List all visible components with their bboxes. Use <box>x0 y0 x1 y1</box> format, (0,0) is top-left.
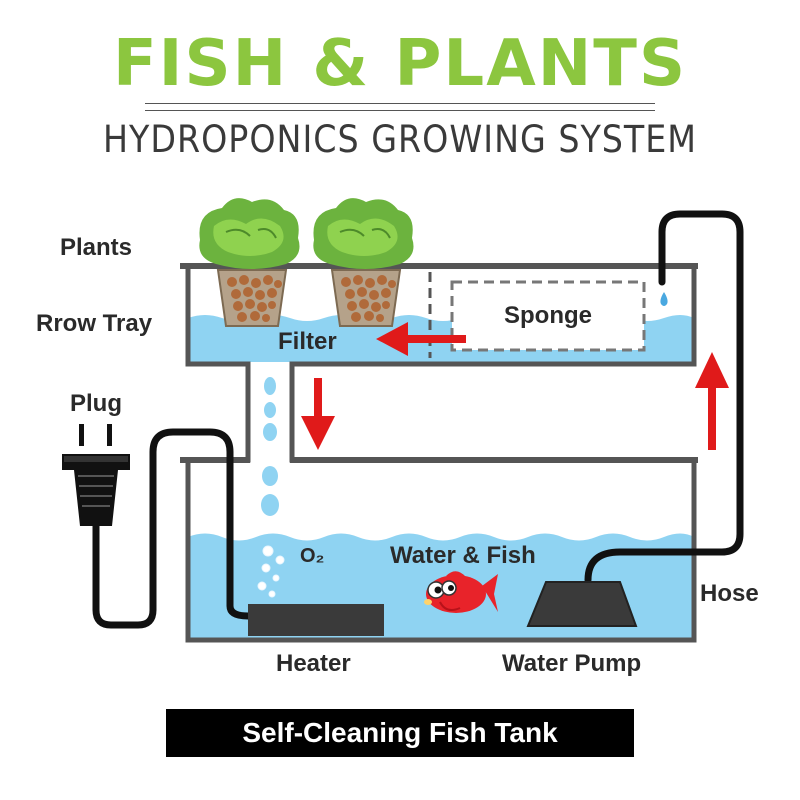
label-water-pump: Water Pump <box>502 650 642 677</box>
drip-icon <box>660 292 668 306</box>
plant-icon <box>313 198 414 327</box>
label-heater: Heater <box>276 650 351 677</box>
page-subtitle: HYDROPONICS GROWING SYSTEM <box>102 118 698 161</box>
sponge-box <box>450 280 646 352</box>
label-sponge: Sponge <box>504 302 592 329</box>
hose <box>584 210 744 584</box>
flow-arrow-icon <box>695 352 729 450</box>
power-cord <box>92 428 252 629</box>
bubble-icon <box>257 545 285 598</box>
label-water-fish: Water & Fish <box>390 542 536 569</box>
label-plug: Plug <box>70 390 122 417</box>
fish-icon <box>424 571 498 613</box>
page-title: FISH & PLANTS <box>112 27 688 101</box>
bottom-banner: Self-Cleaning Fish Tank <box>166 709 634 757</box>
label-o2: O₂ <box>300 545 325 567</box>
title-divider-bottom <box>145 110 655 111</box>
label-grow-tray: Rrow Tray <box>36 310 153 337</box>
label-hose: Hose <box>700 580 759 607</box>
label-plants: Plants <box>60 234 133 261</box>
title-divider-top <box>145 103 655 104</box>
flow-arrow-icon <box>376 322 466 356</box>
heater-icon <box>248 604 384 636</box>
label-filter: Filter <box>278 328 337 355</box>
water-pump-icon <box>526 581 638 627</box>
flow-arrow-icon <box>301 378 335 450</box>
plant-icon <box>199 198 300 327</box>
plug-icon <box>62 424 130 526</box>
falling-drops <box>261 377 279 516</box>
